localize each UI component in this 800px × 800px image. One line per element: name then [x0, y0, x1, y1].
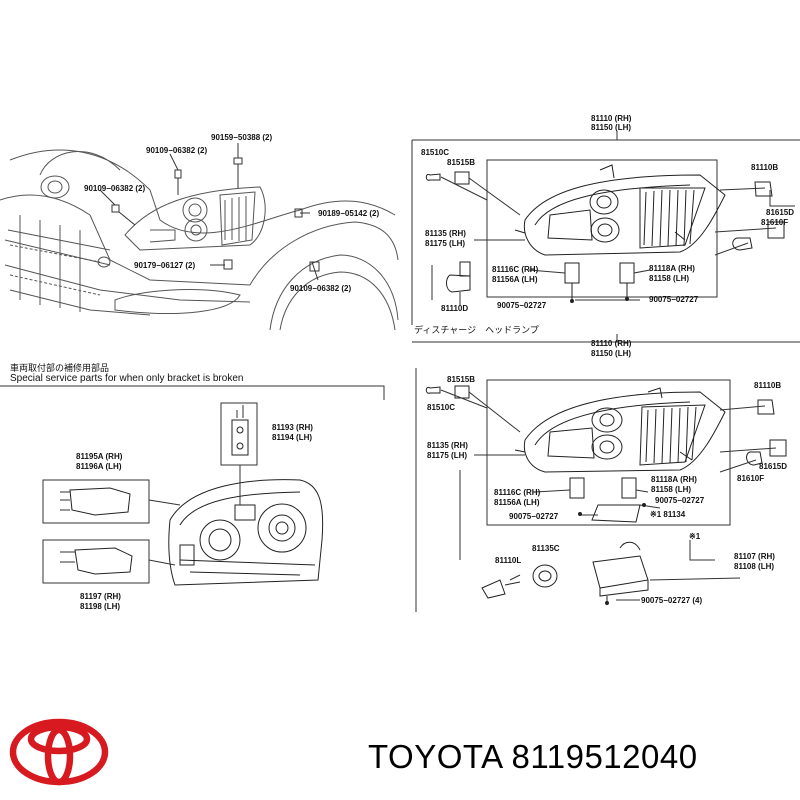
section-title-special-en: Special service parts for when only brac… [10, 373, 244, 384]
vehicle-leaders [99, 143, 320, 281]
bottom-headlamp-drawing [425, 385, 787, 605]
callout-top-b3: 81610F [761, 218, 789, 227]
callout-bottom-f2: 90075−02727 [509, 512, 559, 521]
callout-top-c1: 81135 (RH) [425, 229, 466, 238]
callout-bottom-f1: 90075−02727 [655, 496, 705, 505]
callout-top-b2: 81615D [766, 208, 795, 217]
callout-bottom-rh: 81110 (RH) [591, 339, 632, 348]
callout-bottom-c1: 81135 (RH) [427, 441, 468, 450]
callout-bottom-c2: 81175 (LH) [427, 451, 468, 460]
callout-special-c2: 81198 (LH) [80, 602, 121, 611]
callout-bottom-j2: 81108 (LH) [734, 562, 775, 571]
special-frame [0, 385, 385, 584]
callout-bottom-e1: 81118A (RH) [651, 475, 697, 484]
callout-top-rh: 81110 (RH) [591, 114, 632, 123]
callout-special-b2: 81196A (LH) [76, 462, 122, 471]
callout-bottom-d1: 81116C (RH) [494, 488, 541, 497]
callout-bottom-e2: 81158 (LH) [651, 485, 692, 494]
callout-bottom-b1: 81110B [754, 381, 782, 390]
callout-bottom-a2: 81510C [427, 403, 456, 412]
part-number: 8119512040 [511, 738, 698, 775]
top-frame [411, 131, 800, 325]
callout-top-a1: 81510C [421, 148, 450, 157]
top-headlamp-drawing [425, 164, 785, 300]
callout-top-a2: 81515B [447, 158, 476, 167]
callout-bottom-i1: 81135C [532, 544, 560, 553]
callout-bottom-j1: 81107 (RH) [734, 552, 775, 561]
callout-top-d1: 81116C (RH) [492, 265, 539, 274]
callout-bottom-g1: ※1 81134 [650, 510, 686, 519]
callout-vehicle-c4: 90189−05142 (2) [318, 209, 380, 218]
callout-vehicle-c6: 90109−06382 (2) [290, 284, 352, 293]
callout-top-b1: 81110B [751, 163, 779, 172]
callout-vehicle-c5: 90179−06127 (2) [134, 261, 196, 270]
callout-top-g1: 81110D [441, 304, 469, 313]
callout-special-a1: 81193 (RH) [272, 423, 313, 432]
callout-top-e2: 81158 (LH) [649, 274, 690, 283]
special-headlamp-drawing [69, 419, 324, 586]
callout-vehicle-c1: 90159−50388 (2) [211, 133, 273, 142]
callout-bottom-h1: ※1 [689, 532, 701, 541]
callout-top-f2: 90075−02727 [497, 301, 547, 310]
special-leaders [60, 405, 244, 566]
callout-top-d2: 81156A (LH) [492, 275, 538, 284]
callout-top-f1: 90075−02727 [649, 295, 699, 304]
toyota-logo-icon [9, 718, 109, 786]
brand-caption: TOYOTA 8119512040 [368, 738, 698, 776]
callout-bottom-i2: 81110L [495, 556, 522, 565]
callout-bottom-b2: 81615D [759, 462, 788, 471]
callout-special-b1: 81195A (RH) [76, 452, 123, 461]
vehicle-front-drawing [0, 149, 399, 331]
brand-name: TOYOTA [368, 738, 502, 775]
callout-bottom-k1: 90075−02727 (4) [641, 596, 703, 605]
section-title-special-jp: 車両取付部の補修用部品 [10, 364, 110, 374]
callout-special-a2: 81194 (LH) [272, 433, 313, 442]
callout-vehicle-c3: 90109−06382 (2) [84, 184, 146, 193]
callout-top-c2: 81175 (LH) [425, 239, 466, 248]
callout-top-e1: 81118A (RH) [649, 264, 695, 273]
callout-bottom-d2: 81156A (LH) [494, 498, 540, 507]
screw-marks [570, 297, 646, 605]
callout-bottom-a1: 81515B [447, 375, 476, 384]
callout-bottom-lh: 81150 (LH) [591, 349, 632, 358]
callout-vehicle-c2: 90109−06382 (2) [146, 146, 208, 155]
section-title-discharge: ディスチャージ ヘッドランプ [414, 326, 539, 336]
callout-special-c1: 81197 (RH) [80, 592, 121, 601]
bottom-leaders [440, 389, 777, 601]
bottom-frame [412, 334, 800, 612]
callout-top-lh: 81150 (LH) [591, 123, 632, 132]
top-leaders [431, 176, 795, 305]
callout-bottom-b3: 81610F [737, 474, 765, 483]
